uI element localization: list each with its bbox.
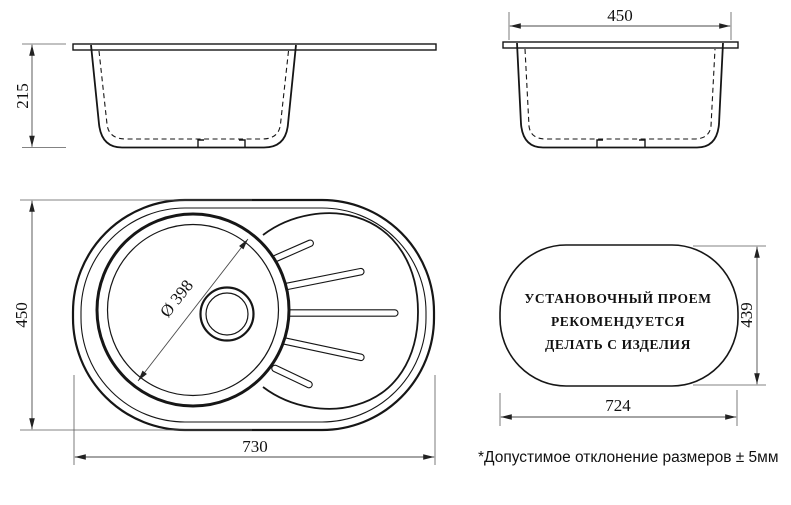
cutout-width-dim-label: 724 (605, 396, 631, 415)
front-rim (72, 43, 437, 51)
drain-outer (199, 286, 255, 342)
plan-height-dim-label: 450 (12, 302, 31, 328)
groove-5 (271, 364, 313, 389)
front-view: 215 (13, 43, 437, 149)
cutout-oval (499, 244, 739, 387)
groove-1 (271, 239, 314, 263)
plan-bowl-inner (106, 223, 280, 397)
groove-4 (279, 336, 365, 362)
groove-2 (278, 267, 365, 292)
plan-width-dim-label: 730 (242, 437, 268, 456)
bowl-diameter-line (137, 238, 249, 382)
cutout-height-dim-label: 439 (737, 302, 756, 328)
cutout-text-line-1: УСТАНОВОЧНЫЙ ПРОЕМ (524, 291, 711, 306)
plan-inner-edge (80, 207, 427, 423)
side-bowl-outline (516, 42, 724, 149)
side-view: 450 (502, 6, 739, 149)
cutout-text-line-3: ДЕЛАТЬ С ИЗДЕЛИЯ (545, 337, 691, 352)
front-bowl-hidden-outline (98, 50, 290, 140)
side-rim (502, 41, 739, 49)
tolerance-footnote: *Допустимое отклонение размеров ± 5мм (478, 449, 778, 466)
plan-view: Ø 398 450 730 (12, 198, 436, 465)
front-drain-notch-right (239, 139, 246, 148)
front-height-dim-label: 215 (13, 83, 32, 109)
front-drain-notch-left (197, 139, 204, 148)
cutout-text-line-2: РЕКОМЕНДУЕТСЯ (551, 314, 685, 329)
cutout-view: УСТАНОВОЧНЫЙ ПРОЕМ РЕКОМЕНДУЕТСЯ ДЕЛАТЬ … (499, 244, 766, 426)
side-width-dim-label: 450 (607, 6, 633, 25)
plan-outer-edge (71, 198, 436, 432)
side-bowl-hidden-outline (524, 48, 716, 140)
side-drain-notch-left (596, 139, 603, 148)
front-bowl-outline (90, 44, 297, 149)
side-drain-notch-right (639, 139, 646, 148)
drainer-grooves (271, 239, 399, 389)
groove-3 (284, 309, 399, 317)
plan-drainer-edge (262, 212, 419, 410)
